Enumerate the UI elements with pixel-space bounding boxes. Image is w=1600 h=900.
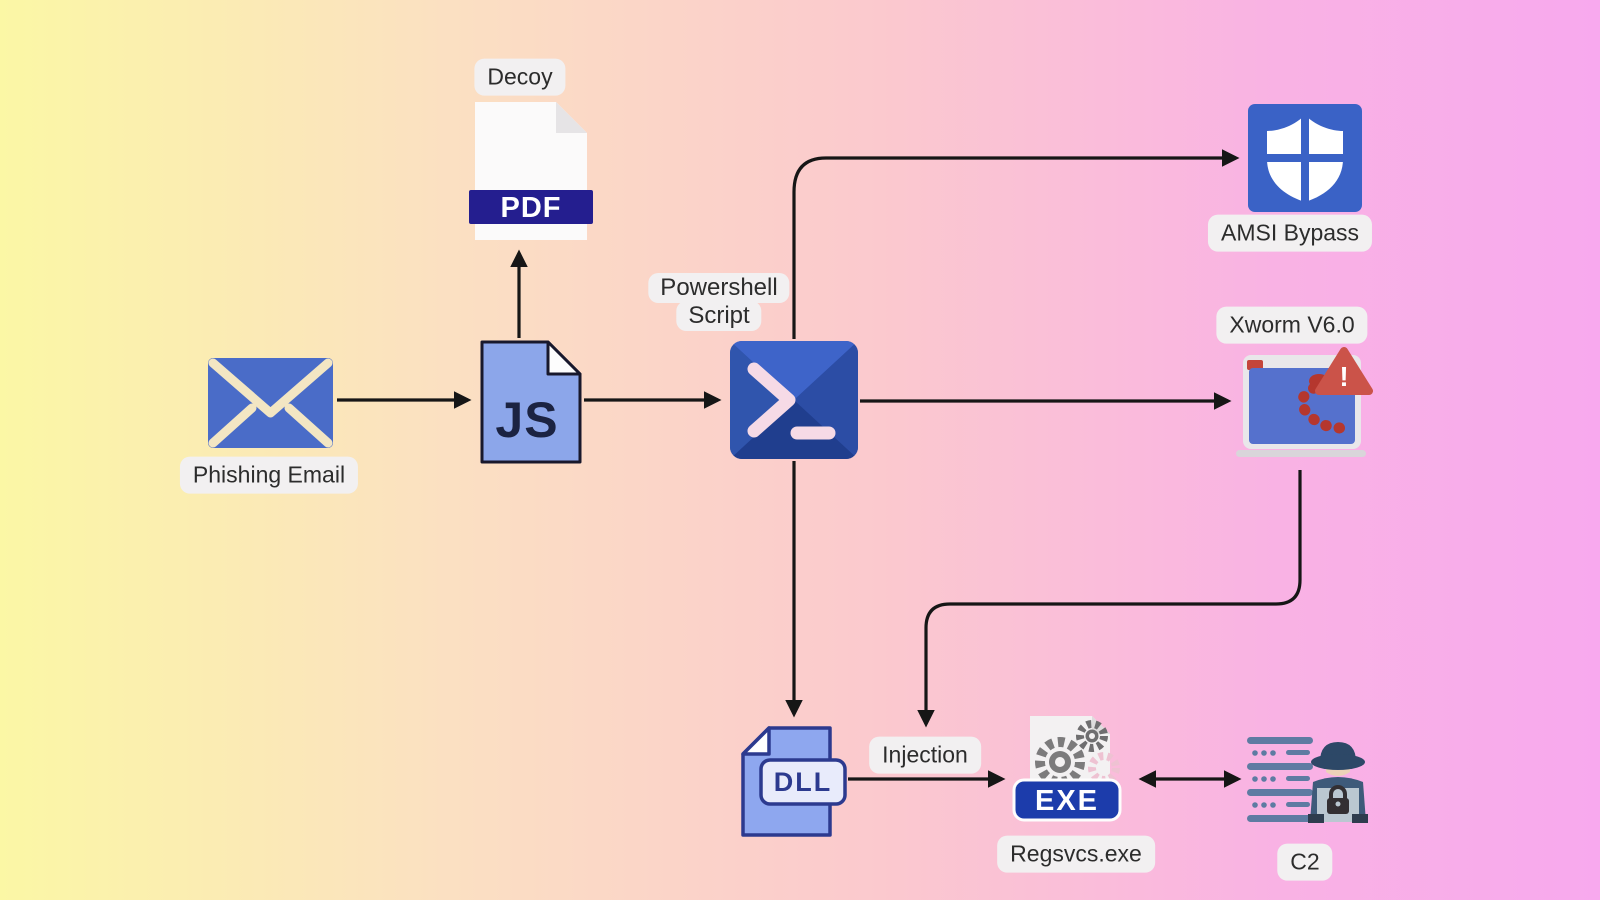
exe-gears-icon: EXE <box>1012 716 1122 822</box>
dll-badge-text: DLL <box>774 767 832 797</box>
amsi-bypass-label: AMSI Bypass <box>1207 214 1373 252</box>
js-document-icon: JS <box>480 340 582 464</box>
exe-badge-text: EXE <box>1035 785 1099 817</box>
phishing-email-label: Phishing Email <box>179 456 359 494</box>
c2-server-icon <box>1247 737 1368 823</box>
powershell-icon <box>730 341 858 459</box>
xworm-laptop-icon: ! <box>1236 347 1373 457</box>
js-badge-text: JS <box>495 392 558 448</box>
injection-label: Injection <box>869 736 981 774</box>
dll-document-icon: DLL <box>741 726 847 837</box>
warning-triangle-icon <box>1315 347 1373 395</box>
regsvcs-label: Regsvcs.exe <box>997 835 1155 873</box>
server-rack <box>1247 737 1313 822</box>
powershell-label-line1: Powershell <box>648 273 790 303</box>
edge-powershell-to-amsi <box>792 149 1240 339</box>
worm-body <box>1297 382 1348 434</box>
small-gear <box>1076 720 1108 752</box>
edge-xworm-to-injection <box>917 470 1302 728</box>
c2-label: C2 <box>1277 843 1333 881</box>
defender-shield-icon <box>1248 104 1362 212</box>
pdf-badge-text: PDF <box>501 192 562 224</box>
decoy-label: Decoy <box>474 58 566 96</box>
email-envelope-icon <box>208 358 333 448</box>
lock-icon <box>1329 785 1347 800</box>
big-gear <box>1035 737 1085 787</box>
connectors <box>337 149 1302 788</box>
pdf-document-icon: PDF <box>469 102 593 240</box>
powershell-script-label: Powershell Script <box>648 273 790 331</box>
powershell-label-line2: Script <box>676 301 762 331</box>
hacker-figure <box>1308 742 1368 823</box>
xworm-label: Xworm V6.0 <box>1216 306 1368 344</box>
warning-exclamation-text: ! <box>1339 361 1348 392</box>
